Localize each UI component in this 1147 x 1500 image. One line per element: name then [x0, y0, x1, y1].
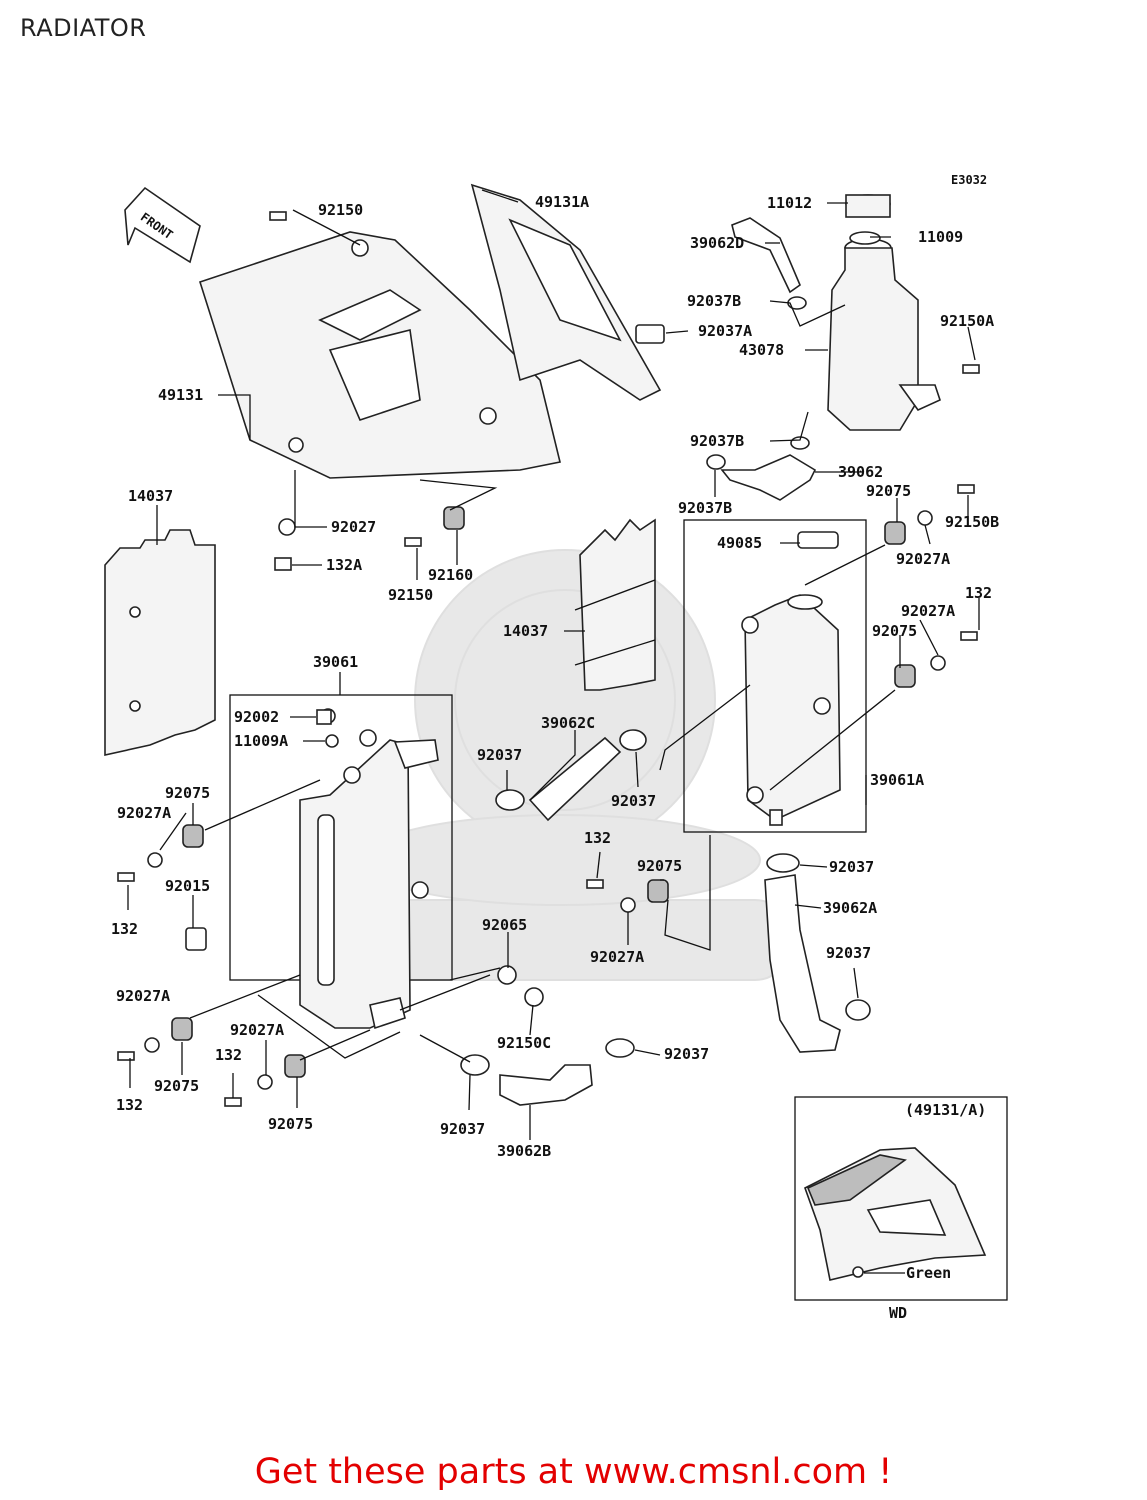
inset-model: WD [889, 1304, 907, 1322]
radiator-guard-right [574, 518, 656, 691]
part-label: 92075 [165, 784, 210, 802]
part-label: 92027A [901, 602, 955, 620]
part-label: 132 [111, 920, 138, 938]
part-label: 92037 [664, 1045, 709, 1063]
inset-color-note: Green [906, 1264, 951, 1282]
leader-lines [127, 189, 980, 1140]
part-label: 92037 [477, 746, 522, 764]
part-label: 92075 [154, 1077, 199, 1095]
variant-inset: (49131/A) Green WD [794, 1096, 1008, 1322]
part-label: 132 [215, 1046, 242, 1064]
part-label: 39062C [541, 714, 595, 732]
part-label: 92075 [866, 482, 911, 500]
part-label: 92150B [945, 513, 999, 531]
part-labels: 92150 49131A 11012 11009 39062D 92037B 9… [111, 193, 999, 1160]
hose-39062 [720, 454, 817, 501]
part-label: 92150 [388, 586, 433, 604]
front-arrow-icon: FRONT [124, 186, 201, 264]
part-label: 92015 [165, 877, 210, 895]
reservoir-tank [827, 194, 941, 431]
part-label: 49131 [158, 386, 203, 404]
part-label: 132 [965, 584, 992, 602]
part-label: 92065 [482, 916, 527, 934]
part-label: 49085 [717, 534, 762, 552]
part-label: 92037B [678, 499, 732, 517]
part-label: 39061A [870, 771, 924, 789]
part-label: 92037 [440, 1120, 485, 1138]
hose-39062a [764, 874, 841, 1053]
part-label: 92027 [331, 518, 376, 536]
part-label: 92150 [318, 201, 363, 219]
part-label: 92075 [872, 622, 917, 640]
part-label: 43078 [739, 341, 784, 359]
part-label: 92150A [940, 312, 994, 330]
radiator-shroud-right [470, 183, 662, 401]
part-label: 92150C [497, 1034, 551, 1052]
diagram-code: E3032 [951, 173, 987, 187]
part-label: 92027A [230, 1021, 284, 1039]
part-label: 39062D [690, 234, 744, 252]
part-label: 92037A [698, 322, 752, 340]
part-label: 92160 [428, 566, 473, 584]
part-label: 11012 [767, 194, 812, 212]
part-label: 132 [116, 1096, 143, 1114]
part-label: 14037 [128, 487, 173, 505]
part-label: 39062B [497, 1142, 551, 1160]
part-label: 92037 [611, 792, 656, 810]
part-label: 39061 [313, 653, 358, 671]
inset-ref: (49131/A) [905, 1101, 986, 1119]
part-label: 92037B [687, 292, 741, 310]
part-label: 11009 [918, 228, 963, 246]
radiator-left [229, 694, 453, 1030]
hose-39062b [499, 1064, 593, 1106]
part-label: 92037 [829, 858, 874, 876]
part-label: 132 [584, 829, 611, 847]
hose-39062d [731, 217, 801, 294]
part-label: 92037B [690, 432, 744, 450]
part-label: 92027A [896, 550, 950, 568]
part-label: 132A [326, 556, 362, 574]
part-label: 92002 [234, 708, 279, 726]
part-label: 92075 [268, 1115, 313, 1133]
part-label: 39062A [823, 899, 877, 917]
part-label: 39062 [838, 463, 883, 481]
part-label: 92075 [637, 857, 682, 875]
radiator-right [683, 519, 867, 833]
hose-39062c [528, 736, 622, 822]
radiator-shroud-left [198, 231, 561, 479]
part-label: 92027A [116, 987, 170, 1005]
part-label: 11009A [234, 732, 288, 750]
page-title: RADIATOR [20, 14, 147, 42]
part-label: 92037 [826, 944, 871, 962]
part-label: 92027A [590, 948, 644, 966]
hose-clamps [460, 296, 871, 1076]
footer-link[interactable]: Get these parts at www.cmsnl.com ! [254, 1452, 893, 1492]
part-label: 14037 [503, 622, 548, 640]
radiator-guard-left [104, 529, 216, 756]
part-label: 49131A [535, 193, 589, 211]
part-label: 92027A [117, 804, 171, 822]
